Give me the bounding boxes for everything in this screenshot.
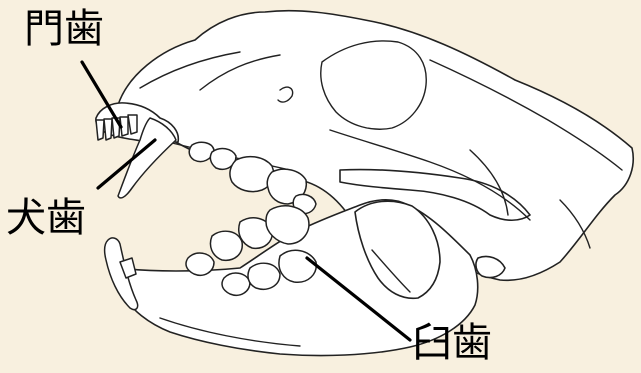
lower-premolar-2	[210, 231, 242, 260]
canine-label: 犬歯	[6, 198, 86, 238]
lower-cheek-tooth-2	[248, 263, 280, 289]
incisor-label: 門歯	[24, 9, 104, 49]
lower-premolar-1	[186, 253, 214, 275]
lower-cheek-tooth-1	[222, 273, 250, 295]
lower-carnassial	[266, 206, 309, 244]
lower-molar	[279, 250, 316, 282]
molar-label: 臼歯	[412, 323, 492, 363]
upper-incisor-1	[96, 120, 104, 140]
upper-incisor-2	[104, 119, 112, 140]
